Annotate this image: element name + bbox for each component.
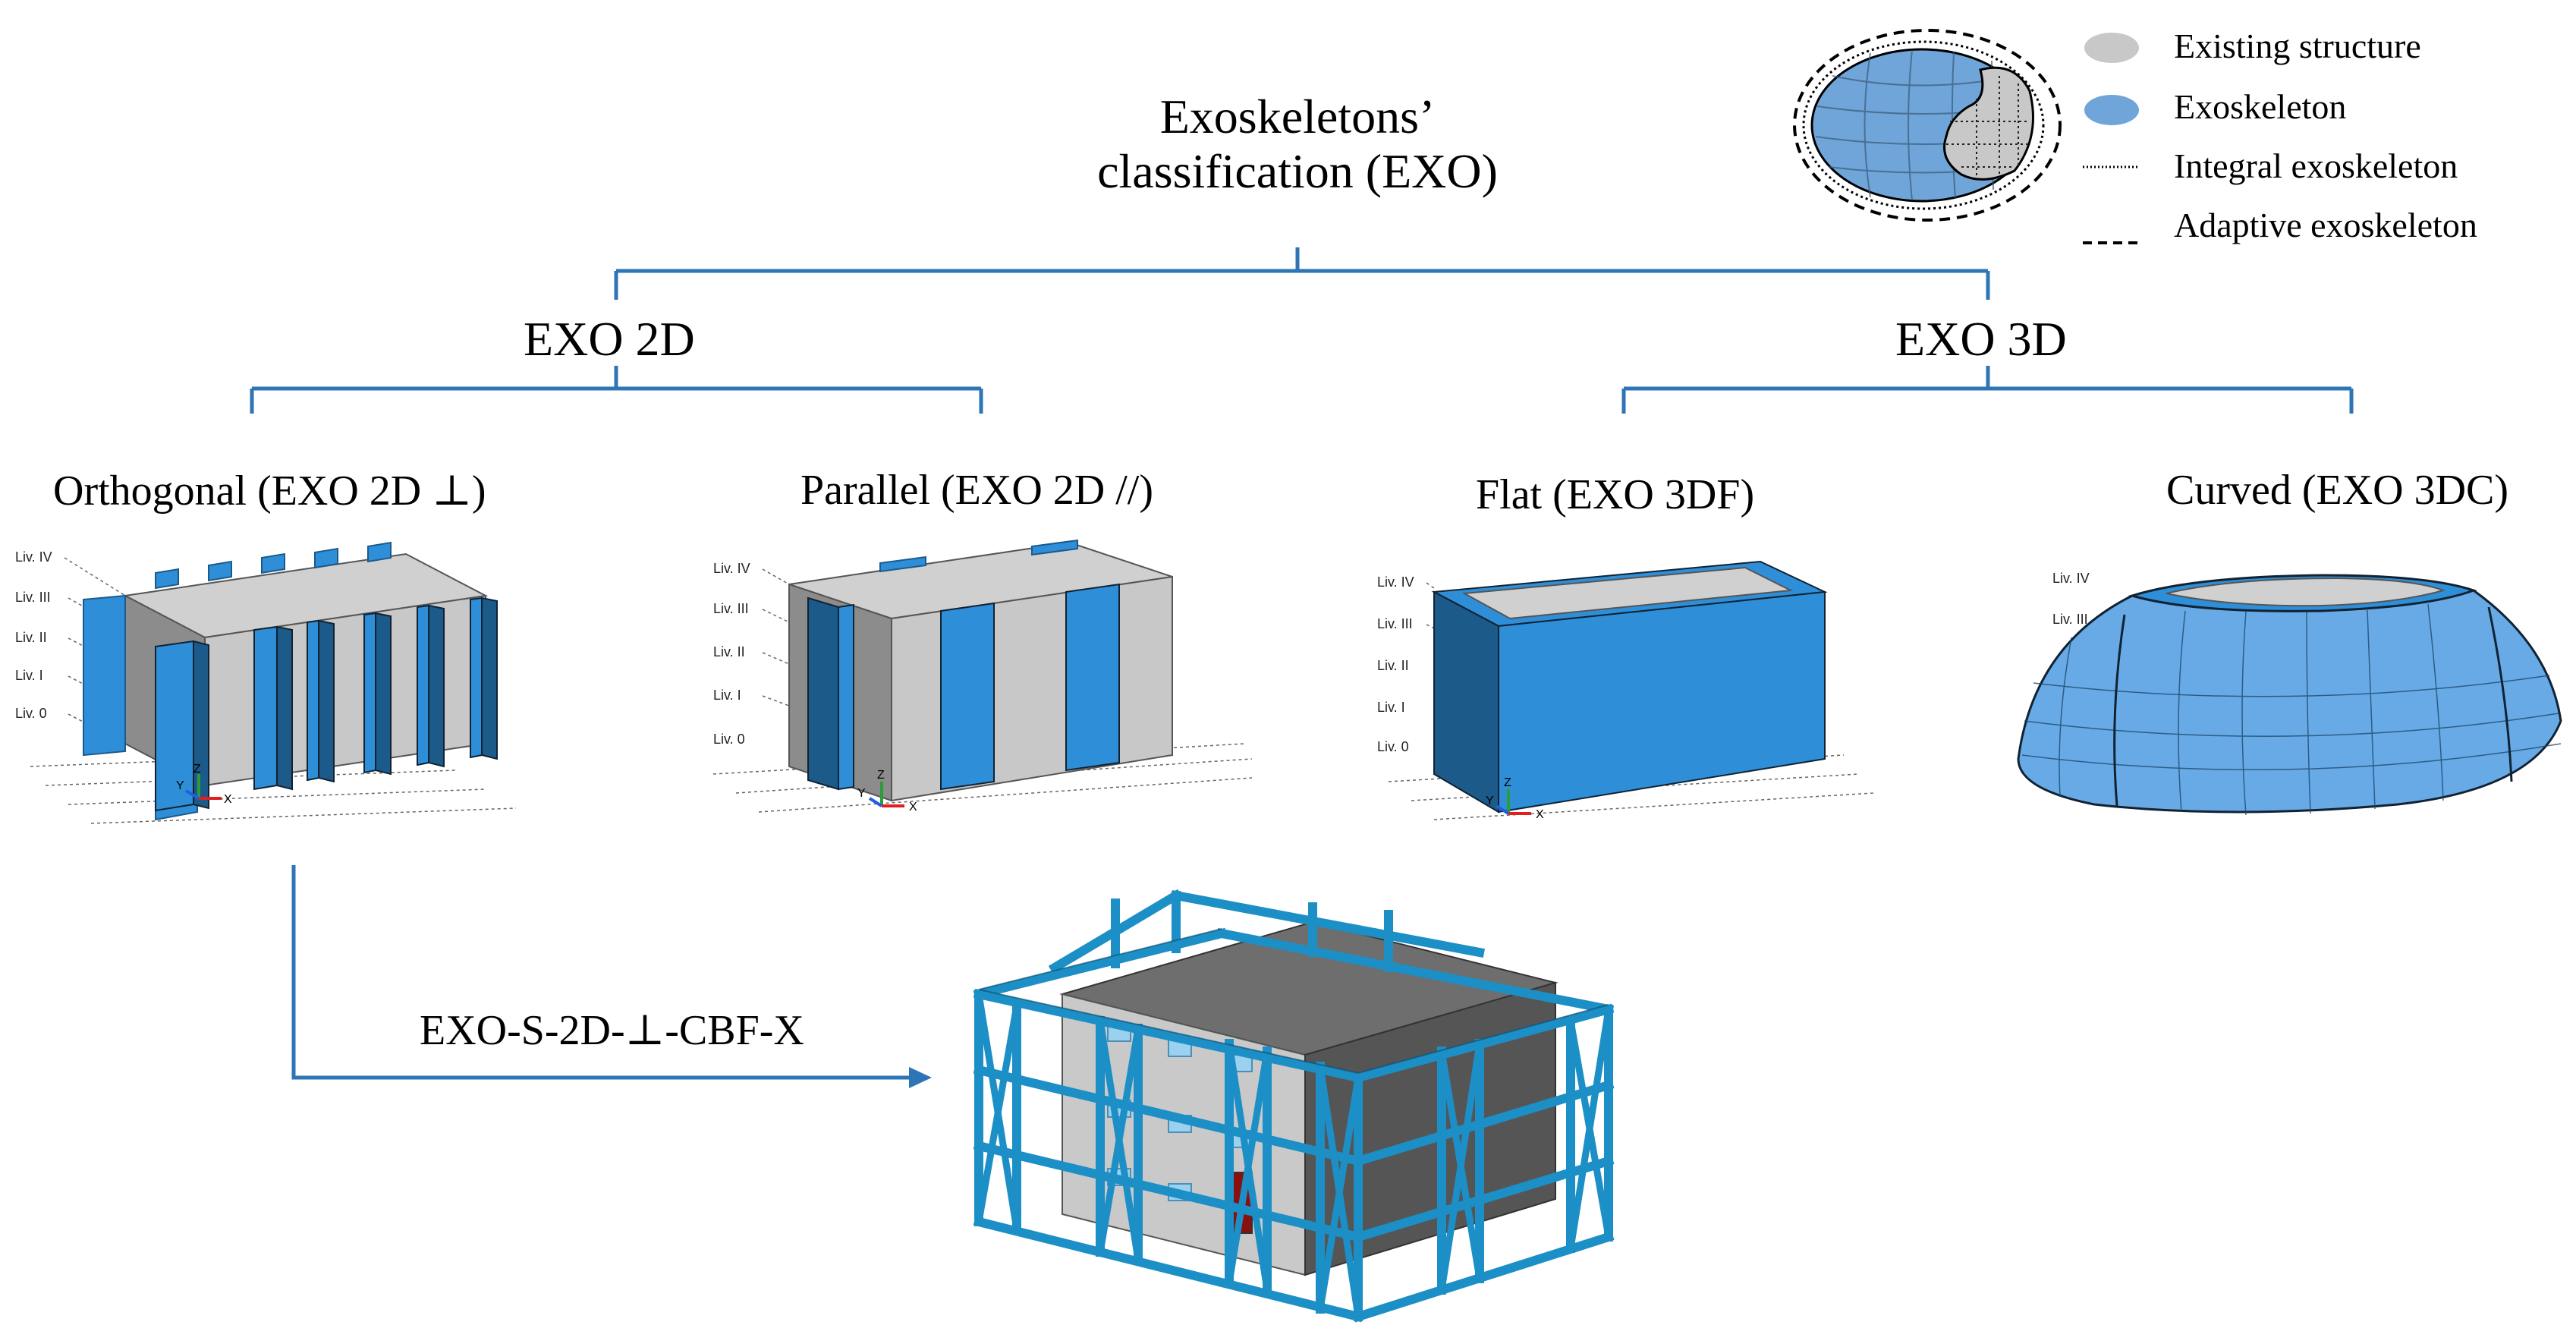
curved-level-labels: Liv. IV Liv. III — [2052, 571, 2090, 627]
level-label: Liv. III — [1377, 616, 1413, 631]
axis-y-label: Y — [176, 779, 184, 792]
axis-x-label: X — [224, 793, 232, 806]
level-label: Liv. II — [15, 630, 47, 645]
level-label: Liv. IV — [713, 561, 750, 576]
level-label: Liv. 0 — [15, 706, 47, 721]
legend-existing-label: Existing structure — [2174, 27, 2421, 65]
axis-z-label: Z — [1504, 776, 1511, 789]
axis-x-label: X — [909, 801, 917, 814]
flat-axis-triad: X Z Y — [1486, 776, 1544, 821]
level-label: Liv. I — [1377, 700, 1405, 715]
level-label: Liv. III — [15, 590, 51, 605]
legend-existing-swatch — [2084, 33, 2139, 63]
branch-exo-3d: EXO 3D — [1895, 312, 2067, 366]
flat-level-labels: Liv. IV Liv. III Liv. II Liv. I Liv. 0 — [1377, 574, 1414, 754]
legend-exoskeleton-label: Exoskeleton — [2174, 87, 2347, 126]
cbf-steel-exoskeleton-model — [973, 889, 1615, 1323]
category-parallel: Parallel (EXO 2D //) — [800, 467, 1153, 514]
category-flat: Flat (EXO 3DF) — [1476, 471, 1755, 518]
category-curved: Curved (EXO 3DC) — [2166, 467, 2509, 514]
parallel-axis-triad: X Z Y — [857, 769, 917, 814]
curved-exoskeleton-model: Liv. IV Liv. III — [2017, 571, 2562, 816]
diagram-title: Exoskeletons’ classification (EXO) — [1047, 90, 1548, 199]
level-label: Liv. III — [2052, 612, 2088, 627]
axis-x-label: X — [1536, 808, 1544, 821]
orthogonal-exoskeleton-model: Liv. IV Liv. III Liv. II Liv. I Liv. 0 X… — [15, 541, 517, 824]
legend-exoskeleton-swatch — [2084, 95, 2139, 125]
level-label: Liv. III — [713, 601, 749, 616]
legend-ellipse-icon — [1793, 29, 2062, 222]
branch-exo-2d: EXO 2D — [524, 312, 695, 366]
axis-y-label: Y — [857, 787, 866, 800]
level-label: Liv. II — [713, 644, 745, 659]
category-orthogonal: Orthogonal (EXO 2D ⊥) — [53, 467, 486, 515]
level-label: Liv. 0 — [1377, 739, 1409, 754]
axis-z-label: Z — [877, 769, 885, 782]
level-label: Liv. IV — [15, 549, 52, 565]
legend-integral-label: Integral exoskeleton — [2174, 146, 2458, 185]
orthogonal-level-labels: Liv. IV Liv. III Liv. II Liv. I Liv. 0 — [15, 549, 52, 721]
legend-integral-line — [2083, 165, 2140, 168]
legend-adaptive-label: Adaptive exoskeleton — [2174, 206, 2477, 244]
level-label: Liv. II — [1377, 658, 1409, 673]
level-label: Liv. 0 — [713, 732, 745, 747]
title-line-1: Exoskeletons’ — [1159, 90, 1436, 143]
axis-y-label: Y — [1486, 795, 1494, 807]
example-configuration-label: EXO-S-2D-⊥-CBF-X — [420, 1007, 804, 1054]
flat-exoskeleton-model: Liv. IV Liv. III Liv. II Liv. I Liv. 0 X… — [1377, 560, 1875, 821]
level-label: Liv. I — [15, 668, 43, 683]
parallel-level-labels: Liv. IV Liv. III Liv. II Liv. I Liv. 0 — [713, 561, 750, 747]
level-label: Liv. IV — [2052, 571, 2090, 586]
level-label: Liv. IV — [1377, 574, 1414, 590]
legend-adaptive-line — [2083, 241, 2140, 244]
title-line-2: classification (EXO) — [1097, 144, 1498, 198]
level-label: Liv. I — [713, 688, 741, 703]
orthogonal-axis-triad: X Z Y — [176, 763, 232, 806]
axis-z-label: Z — [193, 763, 201, 776]
parallel-exoskeleton-model: Liv. IV Liv. III Liv. II Liv. I Liv. 0 X… — [712, 539, 1252, 814]
